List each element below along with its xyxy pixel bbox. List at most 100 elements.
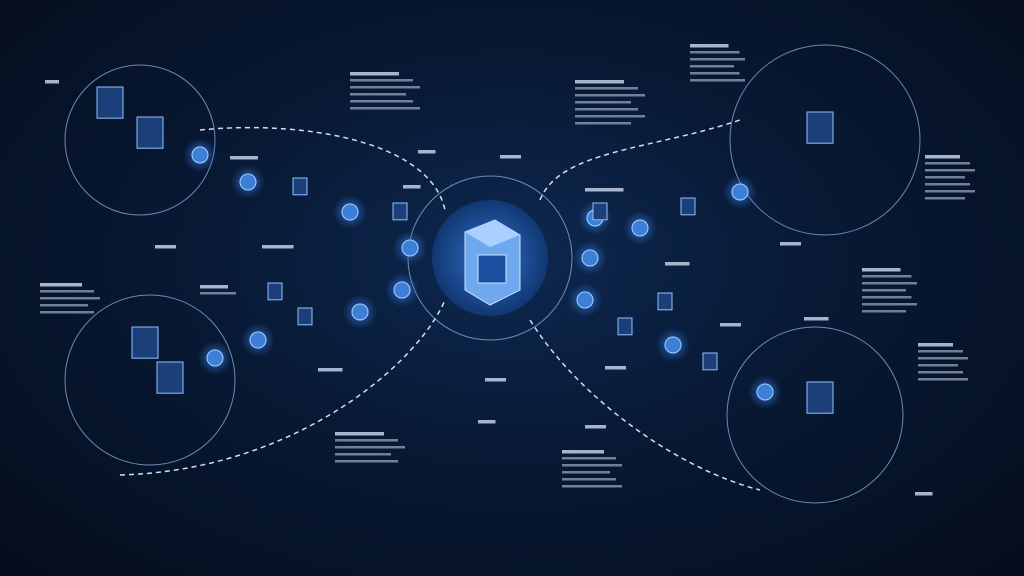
device-icon <box>806 381 834 414</box>
caption-line <box>585 188 624 192</box>
node-core <box>191 146 209 164</box>
caption-line <box>575 108 638 111</box>
caption-line <box>575 122 631 125</box>
caption-line <box>500 155 521 159</box>
caption-line <box>262 245 294 249</box>
caption-line <box>40 297 100 300</box>
caption-line <box>585 425 606 429</box>
node-core <box>664 336 682 354</box>
caption-line <box>335 453 391 456</box>
caption-line <box>575 80 624 84</box>
caption-line <box>40 283 82 287</box>
caption-line <box>862 310 906 313</box>
caption-line <box>335 439 398 442</box>
device-icon <box>96 86 124 119</box>
caption-line <box>690 58 745 61</box>
caption-line <box>780 242 801 246</box>
node-core <box>351 303 369 321</box>
node-core <box>731 183 749 201</box>
caption-line <box>350 79 413 82</box>
caption-line <box>918 378 968 381</box>
caption-line <box>575 94 645 97</box>
device-icon <box>267 282 283 301</box>
caption-line <box>562 485 622 488</box>
caption-line <box>862 289 906 292</box>
caption-line <box>335 460 398 463</box>
caption-line <box>418 150 436 154</box>
caption-line <box>45 80 59 84</box>
caption-line <box>690 72 740 75</box>
glow-nodes <box>183 138 782 409</box>
caption-line <box>862 268 901 272</box>
caption-line <box>350 93 406 96</box>
device-icon <box>131 326 159 359</box>
caption-line <box>350 100 413 103</box>
device-icon <box>136 116 164 149</box>
caption-line <box>350 107 420 110</box>
caption-line <box>690 44 729 48</box>
cube-icon <box>464 219 521 306</box>
caption-line <box>575 115 645 118</box>
caption-line <box>403 185 421 189</box>
node-core <box>206 349 224 367</box>
caption-line <box>485 378 506 382</box>
caption-line <box>915 492 933 496</box>
caption-line <box>925 190 975 193</box>
caption-line <box>925 197 965 200</box>
node-core <box>341 203 359 221</box>
caption-line <box>40 304 88 307</box>
device-icon <box>592 202 608 221</box>
caption-line <box>40 290 94 293</box>
caption-line <box>335 446 405 449</box>
caption-line <box>200 292 236 295</box>
caption-line <box>562 450 604 454</box>
device-icon <box>297 307 313 326</box>
central-hub <box>432 200 548 316</box>
caption-line <box>575 101 631 104</box>
caption-line <box>918 357 968 360</box>
device-icon <box>292 177 308 196</box>
caption-line <box>690 79 745 82</box>
device-icons <box>96 86 834 414</box>
caption-line <box>918 350 963 353</box>
caption-line <box>918 371 963 374</box>
node-core <box>576 291 594 309</box>
caption-line <box>925 162 970 165</box>
caption-line <box>690 51 740 54</box>
caption-line <box>862 275 912 278</box>
device-icon <box>156 361 184 394</box>
node-core <box>249 331 267 349</box>
caption-line <box>605 366 626 370</box>
connection-lines <box>119 119 761 491</box>
device-icon <box>702 352 718 371</box>
caption-line <box>230 156 258 160</box>
caption-line <box>350 72 399 76</box>
device-icon <box>392 202 408 221</box>
caption-line <box>925 169 975 172</box>
caption-line <box>575 87 638 90</box>
caption-line <box>318 368 343 372</box>
device-icon <box>806 111 834 144</box>
caption-line <box>665 262 690 266</box>
caption-line <box>720 323 741 327</box>
node-core <box>401 239 419 257</box>
caption-line <box>350 86 420 89</box>
caption-line <box>862 282 917 285</box>
device-icon <box>680 197 696 216</box>
caption-line <box>804 317 829 321</box>
caption-line <box>562 457 616 460</box>
caption-line <box>925 176 965 179</box>
caption-line <box>918 343 953 347</box>
caption-line <box>925 183 970 186</box>
caption-line <box>200 285 228 289</box>
caption-line <box>862 303 917 306</box>
node-core <box>393 281 411 299</box>
node-core <box>239 173 257 191</box>
caption-line <box>335 432 384 436</box>
device-icon <box>657 292 673 311</box>
caption-line <box>925 155 960 159</box>
node-core <box>756 383 774 401</box>
caption-line <box>562 478 616 481</box>
caption-line <box>918 364 958 367</box>
